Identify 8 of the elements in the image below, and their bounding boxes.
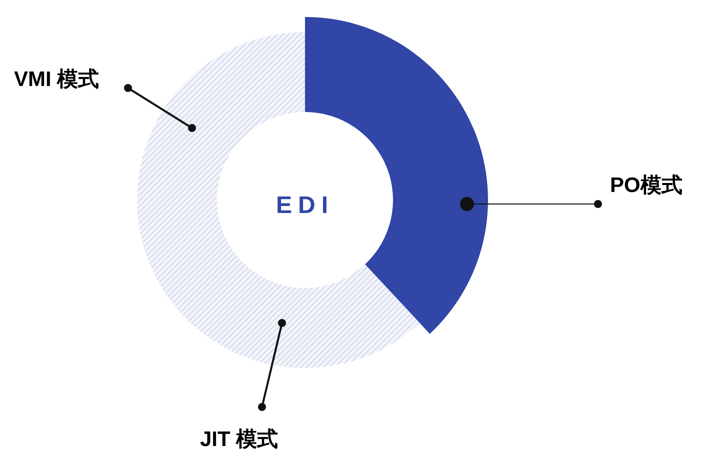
leader-line [124,84,196,132]
segment-label: VMI 模式 [14,64,100,96]
segment-label: JIT 模式 [200,424,278,456]
center-label: EDI [274,191,335,221]
leader-line [460,197,602,211]
leader-line [258,319,286,411]
donut-segment [147,230,420,368]
segment-label: PO模式 [610,170,682,202]
